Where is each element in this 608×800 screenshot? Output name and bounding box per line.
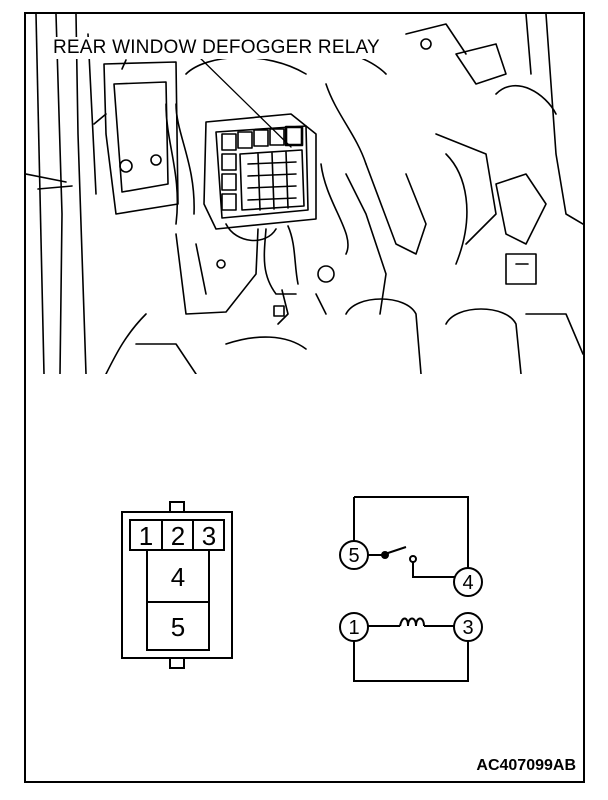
terminal-4-label: 4 [462, 572, 473, 594]
pin-3-label: 3 [202, 521, 216, 551]
terminal-5-label: 5 [348, 545, 359, 567]
pin-5-label: 5 [171, 612, 185, 642]
pin-1-label: 1 [139, 521, 153, 551]
pin-2-label: 2 [171, 521, 185, 551]
connector-face-diagram: 1 2 3 4 5 [121, 501, 233, 669]
diagram-frame: REAR WINDOW DEFOGGER RELAY AC407099AB [24, 12, 585, 783]
engine-bay-illustration [26, 14, 583, 374]
terminal-3-label: 3 [462, 617, 473, 639]
terminal-1-label: 1 [348, 617, 359, 639]
relay-callout-label: REAR WINDOW DEFOGGER RELAY [50, 37, 383, 59]
figure-id: AC407099AB [476, 757, 576, 774]
relay-circuit-diagram: 5 4 1 3 [339, 496, 483, 682]
pin-4-label: 4 [171, 562, 185, 592]
